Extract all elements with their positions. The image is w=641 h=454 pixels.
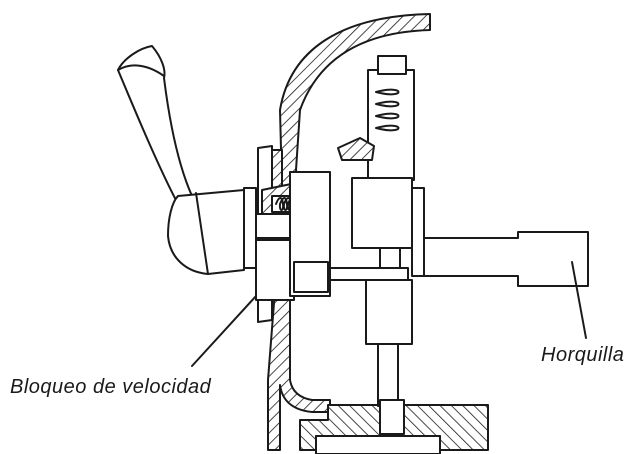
lower-rod	[377, 343, 399, 407]
lever-grip-line	[117, 64, 165, 77]
flange-hatch	[271, 149, 283, 189]
lever-arm	[117, 45, 193, 205]
rod-foot	[379, 399, 405, 435]
speed-lock-block	[255, 239, 295, 301]
label-bloqueo-de-velocidad: Bloqueo de velocidad	[10, 376, 212, 398]
lower-slide-block	[365, 279, 413, 345]
upper-pawl	[337, 137, 375, 161]
leader-bloqueo	[191, 295, 257, 367]
leader-horquilla	[571, 261, 587, 339]
base-block-inner	[315, 435, 441, 454]
fork-arm	[411, 187, 589, 287]
column-spring	[375, 88, 400, 132]
knob-edge	[195, 192, 209, 275]
connecting-rod	[329, 267, 409, 281]
label-horquilla: Horquilla	[541, 344, 625, 366]
knob-collar	[243, 187, 257, 269]
upper-slide-block	[351, 177, 413, 249]
speed-lock-detail	[293, 261, 329, 293]
column-cap	[377, 55, 407, 75]
housing-wall-lower	[267, 289, 331, 451]
